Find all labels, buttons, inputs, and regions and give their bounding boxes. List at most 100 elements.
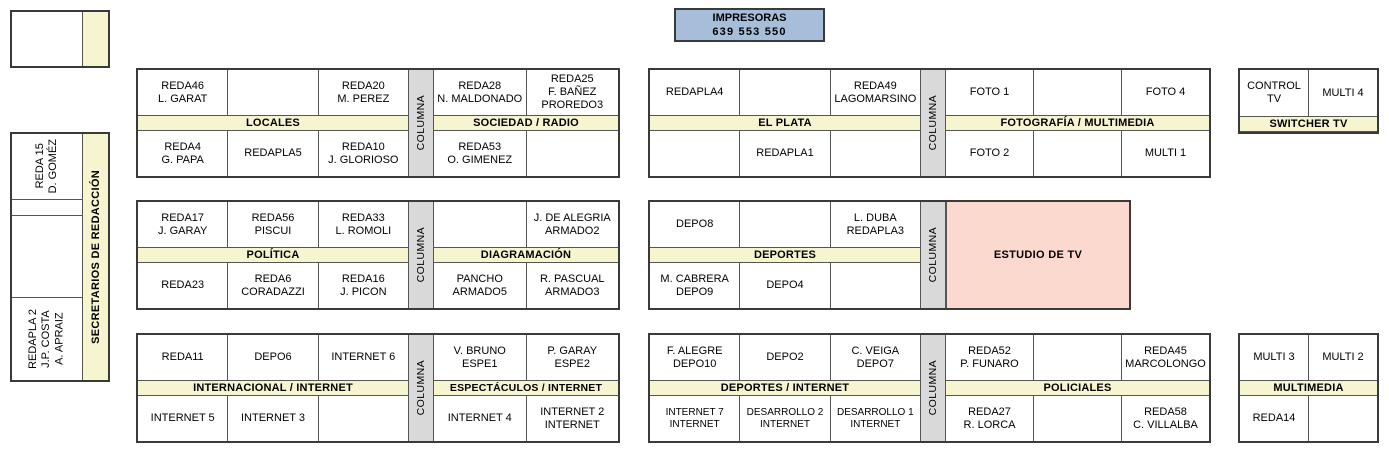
columna-divider-policiales: COLUMNA xyxy=(920,335,946,441)
diagramacion-top-cell-1[interactable]: J. DE ALEGRIA ARMADO2 xyxy=(526,202,618,247)
policiales-bottom-cell-0[interactable]: REDA27 R. LORCA xyxy=(946,396,1034,441)
sociedad-top-cell-1[interactable]: REDA25 F. BAÑEZ PROREDO3 xyxy=(526,70,618,115)
sidebar-cell-2[interactable] xyxy=(12,216,82,298)
policiales-bottom-cell-1[interactable] xyxy=(1034,396,1122,441)
multimedia-top-row: MULTI 3 MULTI 2 xyxy=(1240,335,1377,380)
multimedia-cell-multi-2[interactable]: MULTI 2 xyxy=(1309,335,1377,380)
switcher-cell-multi-4[interactable]: MULTI 4 xyxy=(1309,70,1377,116)
deportes-internet-bottom-cell-2[interactable]: DESARROLLO 1 INTERNET xyxy=(830,396,920,441)
internacional-top-cell-0[interactable]: REDA11 xyxy=(138,335,229,380)
politica-top-cell-0[interactable]: REDA17 J. GARAY xyxy=(138,202,229,247)
politica-bottom-cell-1[interactable]: REDA6 CORADAZZI xyxy=(228,263,319,308)
sociedad-top-row: REDA28 N. MALDONADO REDA25 F. BAÑEZ PROR… xyxy=(434,70,618,115)
espectaculos-top-cell-1[interactable]: P. GARAY ESPE2 xyxy=(526,335,618,380)
policiales-top-cell-1[interactable] xyxy=(1034,335,1122,380)
locales-top-row: REDA46 L. GARAT REDA20 M. PEREZ xyxy=(138,70,408,115)
sociedad-bottom-cell-1[interactable] xyxy=(526,131,618,176)
diagramacion-bottom-cell-1[interactable]: R. PASCUAL ARMADO3 xyxy=(526,263,618,308)
block-espectaculos-right: V. BRUNO ESPE1 P. GARAY ESPE2 ESPECTÁCUL… xyxy=(434,335,618,441)
fotografia-top-cell-2[interactable]: FOTO 4 xyxy=(1122,70,1209,115)
multimedia-cell-reda14[interactable]: REDA14 xyxy=(1240,396,1309,441)
politica-bottom-cell-0[interactable]: REDA23 xyxy=(138,263,229,308)
internacional-top-cell-1[interactable]: DEPO6 xyxy=(228,335,319,380)
internacional-bottom-cell-1[interactable]: INTERNET 3 xyxy=(228,396,319,441)
deportes-top-cell-1[interactable] xyxy=(740,202,831,247)
elplata-bottom-cell-0[interactable] xyxy=(650,131,741,176)
deportes-bottom-cell-1[interactable]: DEPO4 xyxy=(740,263,831,308)
sidebar-cell-1[interactable] xyxy=(12,200,82,216)
policiales-top-cell-0[interactable]: REDA52 P. FUNARO xyxy=(946,335,1034,380)
multimedia-bottom-row: REDA14 xyxy=(1240,396,1377,441)
policiales-top-row: REDA52 P. FUNARO REDA45 MARCOLONGO xyxy=(946,335,1209,380)
multimedia-cell-multi-3[interactable]: MULTI 3 xyxy=(1240,335,1309,380)
sociedad-top-cell-0[interactable]: REDA28 N. MALDONADO xyxy=(434,70,527,115)
espectaculos-bottom-cell-0[interactable]: INTERNET 4 xyxy=(434,396,527,441)
politica-top-cell-1[interactable]: REDA56 PISCUI xyxy=(228,202,319,247)
columna-divider-internacional: COLUMNA xyxy=(408,335,434,441)
switcher-top-row: CONTROL TV MULTI 4 xyxy=(1240,70,1377,116)
deportes-internet-top-cell-1[interactable]: DEPO2 xyxy=(740,335,831,380)
fotografia-top-cell-0[interactable]: FOTO 1 xyxy=(946,70,1034,115)
block-sociedad-right: REDA28 N. MALDONADO REDA25 F. BAÑEZ PROR… xyxy=(434,70,618,176)
internacional-bottom-cell-0[interactable]: INTERNET 5 xyxy=(138,396,229,441)
columna-divider-locales: COLUMNA xyxy=(408,70,434,176)
espectaculos-top-row: V. BRUNO ESPE1 P. GARAY ESPE2 xyxy=(434,335,618,380)
locales-bottom-cell-1[interactable]: REDAPLA5 xyxy=(228,131,319,176)
block-locales-sociedad: REDA46 L. GARAT REDA20 M. PEREZ LOCALES … xyxy=(136,68,620,178)
locales-top-cell-2[interactable]: REDA20 M. PEREZ xyxy=(318,70,408,115)
sociedad-bottom-cell-0[interactable]: REDA53 O. GIMENEZ xyxy=(434,131,527,176)
diagramacion-band: DIAGRAMACIÓN xyxy=(434,247,618,263)
diagramacion-bottom-cell-0[interactable]: PANCHO ARMADO5 xyxy=(434,263,527,308)
internacional-bottom-cell-2[interactable] xyxy=(318,396,408,441)
block-fotografia-right: FOTO 1 FOTO 4 FOTOGRAFÍA / MULTIMEDIA FO… xyxy=(946,70,1209,176)
deportes-bottom-cell-2[interactable] xyxy=(830,263,920,308)
deportes-top-cell-0[interactable]: DEPO8 xyxy=(650,202,741,247)
secretarios-de-redaccion-block: REDA 15 D. GOMÉZ REDAPLA 2 J.P. COSTA A.… xyxy=(10,132,110,382)
estudio-de-tv-area[interactable]: ESTUDIO DE TV xyxy=(946,202,1129,308)
internacional-top-cell-2[interactable]: INTERNET 6 xyxy=(318,335,408,380)
fotografia-bottom-cell-0[interactable]: FOTO 2 xyxy=(946,131,1034,176)
block-policiales-right: REDA52 P. FUNARO REDA45 MARCOLONGO POLIC… xyxy=(946,335,1209,441)
elplata-top-cell-2[interactable]: REDA49 LAGOMARSINO xyxy=(830,70,920,115)
elplata-band: EL PLATA xyxy=(650,115,920,131)
fotografia-bottom-cell-2[interactable]: MULTI 1 xyxy=(1122,131,1209,176)
espectaculos-top-cell-0[interactable]: V. BRUNO ESPE1 xyxy=(434,335,527,380)
diagramacion-top-cell-0[interactable] xyxy=(434,202,527,247)
elplata-bottom-cell-2[interactable] xyxy=(830,131,920,176)
locales-top-cell-0[interactable]: REDA46 L. GARAT xyxy=(138,70,229,115)
locales-bottom-cell-0[interactable]: REDA4 G. PAPA xyxy=(138,131,229,176)
deportes-bottom-cell-0[interactable]: M. CABRERA DEPO9 xyxy=(650,263,741,308)
sidebar-cell-3[interactable]: REDAPLA 2 J.P. COSTA A. APRAIZ xyxy=(12,298,82,380)
fotografia-top-cell-1[interactable] xyxy=(1034,70,1122,115)
elplata-top-cell-1[interactable] xyxy=(740,70,831,115)
politica-bottom-cell-2[interactable]: REDA16 J. PICON xyxy=(318,263,408,308)
multimedia-cell-empty[interactable] xyxy=(1309,396,1377,441)
block-locales-left: REDA46 L. GARAT REDA20 M. PEREZ LOCALES … xyxy=(138,70,408,176)
fotografia-bottom-cell-1[interactable] xyxy=(1034,131,1122,176)
espectaculos-bottom-cell-1[interactable]: INTERNET 2 INTERNET xyxy=(526,396,618,441)
switcher-cell-control-tv[interactable]: CONTROL TV xyxy=(1240,70,1309,116)
deportes-internet-top-cell-0[interactable]: F. ALEGRE DEPO10 xyxy=(650,335,741,380)
elplata-bottom-cell-1[interactable]: REDAPLA1 xyxy=(740,131,831,176)
locales-band: LOCALES xyxy=(138,115,408,131)
impresoras-numbers: 639 553 550 xyxy=(712,26,787,38)
policiales-top-cell-2[interactable]: REDA45 MARCOLONGO xyxy=(1122,335,1209,380)
politica-top-cell-2[interactable]: REDA33 L. ROMOLI xyxy=(318,202,408,247)
deportes-internet-top-row: F. ALEGRE DEPO10 DEPO2 C. VEIGA DEPO7 xyxy=(650,335,920,380)
deportes-internet-bottom-row: INTERNET 7 INTERNET DESARROLLO 2 INTERNE… xyxy=(650,396,920,441)
sociedad-bottom-row: REDA53 O. GIMENEZ xyxy=(434,131,618,176)
locales-top-cell-1[interactable] xyxy=(228,70,319,115)
block-deportes-estudio: DEPO8 L. DUBA REDAPLA3 DEPORTES M. CABRE… xyxy=(648,200,1131,310)
deportes-internet-bottom-cell-1[interactable]: DESARROLLO 2 INTERNET xyxy=(740,396,831,441)
elplata-top-cell-0[interactable]: REDAPLA4 xyxy=(650,70,741,115)
diagramacion-bottom-row: PANCHO ARMADO5 R. PASCUAL ARMADO3 xyxy=(434,263,618,308)
deportes-internet-bottom-cell-0[interactable]: INTERNET 7 INTERNET xyxy=(650,396,741,441)
sidebar-cell-0[interactable]: REDA 15 D. GOMÉZ xyxy=(12,134,82,200)
top-left-white-area xyxy=(12,12,82,66)
deportes-internet-top-cell-2[interactable]: C. VEIGA DEPO7 xyxy=(830,335,920,380)
deportes-top-cell-2[interactable]: L. DUBA REDAPLA3 xyxy=(830,202,920,247)
policiales-bottom-cell-2[interactable]: REDA58 C. VILLALBA xyxy=(1122,396,1209,441)
block-elplata-fotografia: REDAPLA4 REDA49 LAGOMARSINO EL PLATA RED… xyxy=(648,68,1211,178)
columna-divider-politica: COLUMNA xyxy=(408,202,434,308)
locales-bottom-cell-2[interactable]: REDA10 J. GLORIOSO xyxy=(318,131,408,176)
